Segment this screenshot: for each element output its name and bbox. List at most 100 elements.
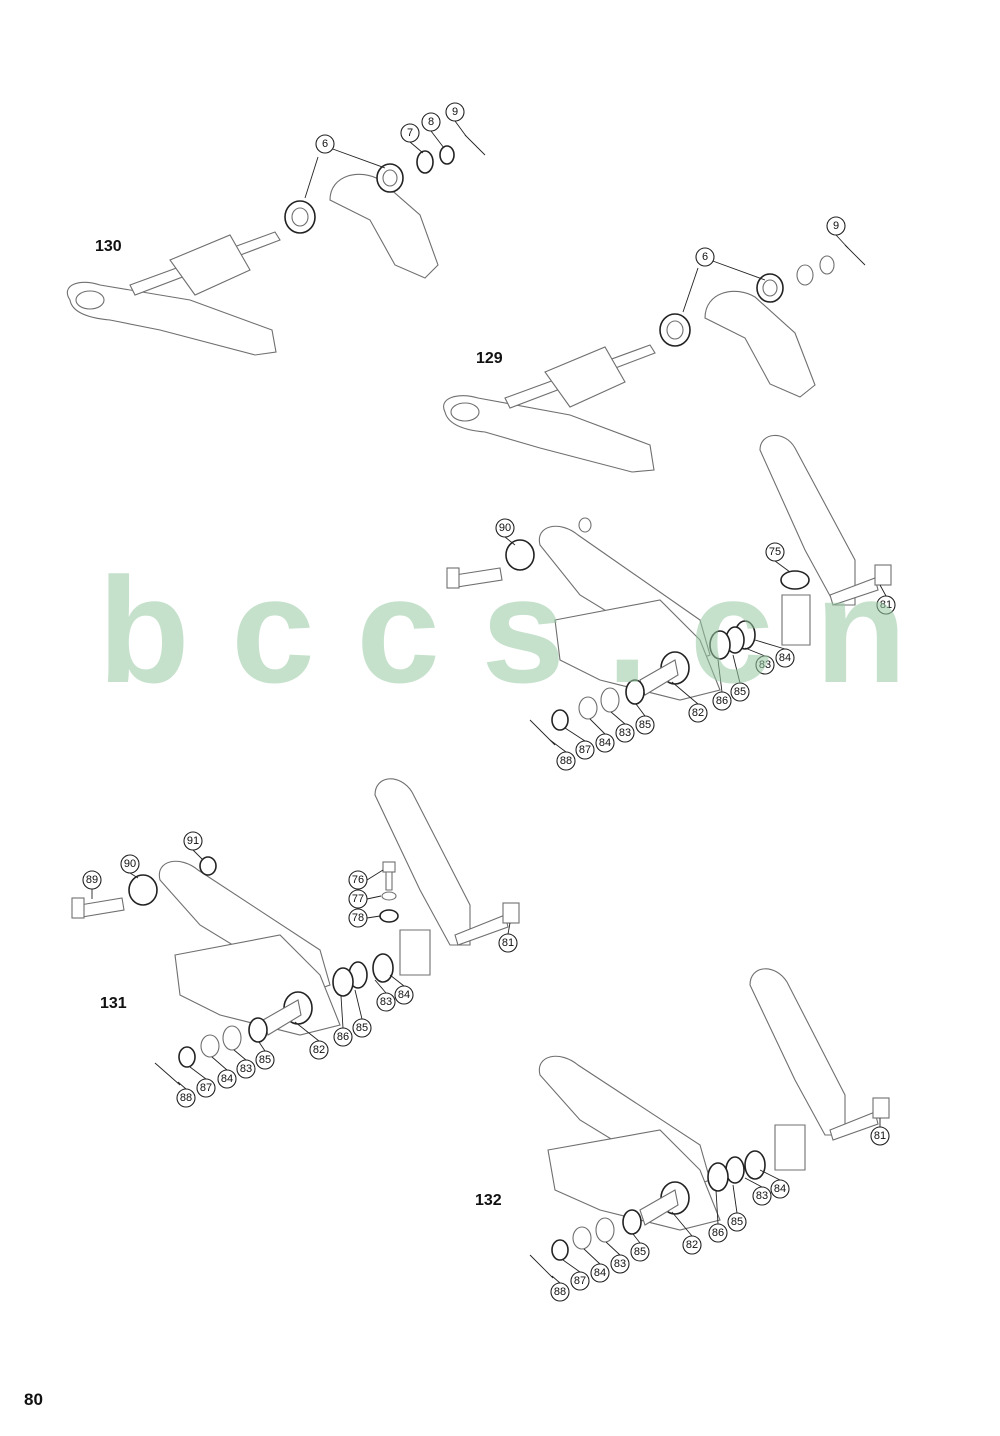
callout-a1-87[interactable]: 87 <box>564 727 595 760</box>
figure-132: 132 81 82 83 84 85 86 <box>475 968 890 1302</box>
callout-131-88[interactable]: 88 <box>176 1081 196 1108</box>
assembly-1-bushing-75 <box>780 570 810 590</box>
assembly-1-bushing <box>505 539 535 571</box>
callout-a1-83[interactable]: 83 <box>744 647 775 675</box>
callout-a1-90[interactable]: 90 <box>495 518 516 546</box>
callout-132-81[interactable]: 81 <box>870 1118 890 1146</box>
callout-132-86[interactable]: 86 <box>708 1189 728 1243</box>
svg-text:84: 84 <box>221 1073 233 1085</box>
callout-131-84b[interactable]: 84 <box>211 1056 237 1089</box>
callout-a1-85[interactable]: 85 <box>730 654 750 702</box>
callout-132-83b[interactable]: 83 <box>605 1241 630 1274</box>
svg-text:85: 85 <box>734 686 746 698</box>
callout-131-87[interactable]: 87 <box>189 1066 216 1098</box>
svg-text:9: 9 <box>452 106 458 118</box>
figure-129: 129 6 9 <box>443 216 866 473</box>
svg-text:85: 85 <box>731 1216 743 1228</box>
callout-132-87[interactable]: 87 <box>562 1259 590 1291</box>
callout-131-89[interactable]: 89 <box>82 870 102 899</box>
svg-text:8: 8 <box>428 116 434 128</box>
callout-130-7[interactable]: 7 <box>400 123 424 154</box>
callout-130-8[interactable]: 8 <box>421 112 445 149</box>
svg-text:82: 82 <box>692 707 704 719</box>
figure-130-nut <box>439 145 455 165</box>
assembly-1-drop-arm <box>759 434 856 606</box>
callout-132-84b[interactable]: 84 <box>583 1248 610 1283</box>
svg-text:84: 84 <box>599 737 611 749</box>
callout-131-84[interactable]: 84 <box>389 974 414 1005</box>
svg-text:7: 7 <box>407 127 413 139</box>
svg-text:87: 87 <box>200 1082 212 1094</box>
figure-131-nut-91 <box>199 856 217 876</box>
callout-132-84[interactable]: 84 <box>759 1169 790 1199</box>
callout-131-86[interactable]: 86 <box>333 995 353 1047</box>
figure-131: 131 76 77 78 81 82 83 <box>71 778 520 1108</box>
callout-131-77[interactable]: 77 <box>348 889 382 909</box>
callout-131-83[interactable]: 83 <box>374 979 396 1012</box>
callout-132-88[interactable]: 88 <box>550 1275 570 1302</box>
figure-129-bracket-arm <box>704 290 816 398</box>
callout-a1-84b[interactable]: 84 <box>589 718 615 753</box>
callout-a1-75[interactable]: 75 <box>765 542 791 573</box>
figure-131-drop-arm <box>374 778 471 946</box>
svg-text:86: 86 <box>712 1227 724 1239</box>
svg-text:6: 6 <box>702 251 708 263</box>
svg-text:88: 88 <box>560 755 572 767</box>
figure-130-washer <box>416 150 434 174</box>
svg-text:6: 6 <box>322 138 328 150</box>
callout-129-6[interactable]: 6 <box>682 247 766 313</box>
page-number: 80 <box>24 1390 43 1409</box>
svg-text:81: 81 <box>502 937 514 949</box>
svg-text:83: 83 <box>240 1063 252 1075</box>
svg-text:89: 89 <box>86 874 98 886</box>
svg-text:82: 82 <box>686 1239 698 1251</box>
figure-129-shaft-bracket <box>544 346 626 408</box>
callout-129-9[interactable]: 9 <box>826 216 849 249</box>
callout-131-81[interactable]: 81 <box>498 922 518 953</box>
callout-130-6[interactable]: 6 <box>304 134 386 199</box>
callout-132-83[interactable]: 83 <box>744 1177 772 1206</box>
svg-text:83: 83 <box>619 727 631 739</box>
callout-131-82[interactable]: 82 <box>294 1021 329 1060</box>
svg-text:81: 81 <box>880 599 892 611</box>
svg-text:88: 88 <box>554 1286 566 1298</box>
callout-132-82[interactable]: 82 <box>671 1211 702 1255</box>
callout-131-76[interactable]: 76 <box>348 869 384 890</box>
figure-131-bushing-90 <box>128 874 158 906</box>
svg-text:88: 88 <box>180 1092 192 1104</box>
callout-132-85[interactable]: 85 <box>727 1184 747 1232</box>
figure-130-split-pin <box>464 134 486 156</box>
callout-131-90[interactable]: 90 <box>120 854 140 879</box>
callout-a1-88[interactable]: 88 <box>549 739 576 771</box>
figure-132-label: 132 <box>475 1192 502 1209</box>
svg-text:85: 85 <box>356 1022 368 1034</box>
svg-text:84: 84 <box>398 989 410 1001</box>
callout-a1-83b[interactable]: 83 <box>610 711 635 743</box>
figure-132-drop-arm <box>749 968 846 1136</box>
callout-a1-86[interactable]: 86 <box>712 659 732 711</box>
callout-131-91[interactable]: 91 <box>183 831 204 861</box>
callout-a1-84[interactable]: 84 <box>754 639 795 668</box>
callout-131-85b[interactable]: 85 <box>255 1041 275 1070</box>
figure-130-shaft-bracket <box>169 234 251 296</box>
callout-a1-81[interactable]: 81 <box>876 584 896 615</box>
callout-132-85b[interactable]: 85 <box>630 1233 650 1262</box>
svg-text:91: 91 <box>187 835 199 847</box>
figure-130-label: 130 <box>95 238 122 255</box>
svg-text:90: 90 <box>499 522 511 534</box>
svg-text:78: 78 <box>352 912 364 924</box>
svg-text:83: 83 <box>759 659 771 671</box>
callout-131-85[interactable]: 85 <box>352 989 372 1038</box>
watermark: b c c s . c n <box>98 546 907 714</box>
svg-text:85: 85 <box>639 719 651 731</box>
figure-130-arm-eye <box>75 290 105 310</box>
svg-text:82: 82 <box>313 1044 325 1056</box>
callout-131-83b[interactable]: 83 <box>233 1049 256 1079</box>
callout-131-78[interactable]: 78 <box>348 908 381 928</box>
figure-129-label: 129 <box>476 350 503 367</box>
callout-a1-85b[interactable]: 85 <box>635 703 655 735</box>
svg-text:81: 81 <box>874 1130 886 1142</box>
svg-text:84: 84 <box>779 652 791 664</box>
callout-130-9[interactable]: 9 <box>445 102 467 137</box>
callout-a1-82[interactable]: 82 <box>671 681 708 723</box>
